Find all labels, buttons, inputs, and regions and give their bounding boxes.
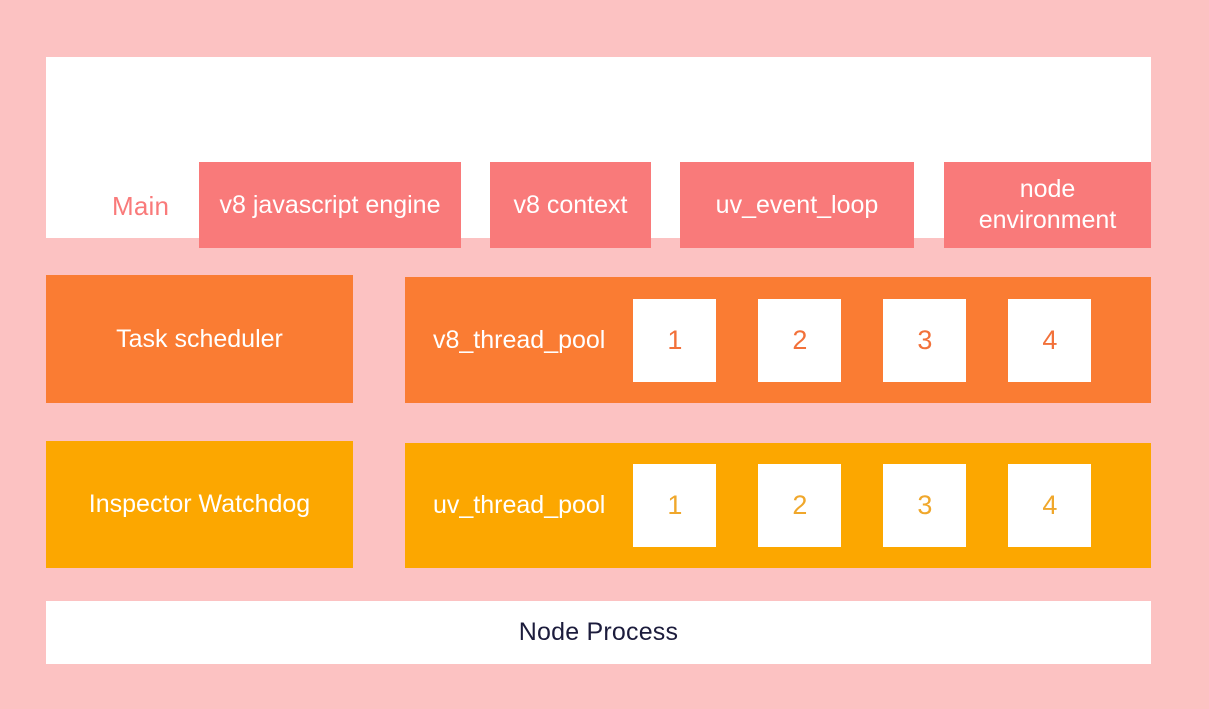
v8-thread-pool-strip: v8_thread_pool 1 2 3 4 (405, 277, 1151, 403)
v8-thread-cell[interactable]: 4 (1008, 298, 1092, 382)
v8-thread-pool-label: v8_thread_pool (433, 325, 606, 354)
v8-thread-cell[interactable]: 2 (758, 298, 842, 382)
inspector-watchdog-block[interactable]: Inspector Watchdog (46, 441, 353, 568)
uv-thread-cell-group: 1 2 3 4 (633, 464, 1092, 547)
main-box-v8-javascript-engine[interactable]: v8 javascript engine (199, 162, 461, 248)
main-box-uv-event-loop[interactable]: uv_event_loop (680, 162, 914, 248)
main-row-label: Main (112, 191, 170, 221)
task-scheduler-block[interactable]: Task scheduler (46, 275, 353, 403)
uv-thread-pool-label: uv_thread_pool (433, 491, 606, 519)
v8-thread-cell-group: 1 2 3 4 (633, 298, 1092, 382)
main-row-panel: Main v8 javascript engine v8 context uv_… (46, 57, 1151, 248)
v8-thread-cell[interactable]: 1 (633, 298, 717, 382)
uv-thread-cell[interactable]: 4 (1008, 464, 1092, 547)
main-box-v8-context[interactable]: v8 context (490, 162, 651, 248)
v8-thread-cell[interactable]: 3 (883, 298, 967, 382)
node-process-label: Node Process (518, 618, 679, 646)
uv-thread-cell[interactable]: 2 (758, 464, 842, 547)
uv-thread-cell[interactable]: 3 (883, 464, 967, 547)
uv-thread-cell[interactable]: 1 (633, 464, 717, 547)
node-process-bar: Node Process (46, 601, 1151, 664)
main-box-node-environment[interactable]: node environment (944, 162, 1151, 248)
uv-thread-pool-strip: uv_thread_pool 1 2 3 4 (405, 443, 1151, 568)
